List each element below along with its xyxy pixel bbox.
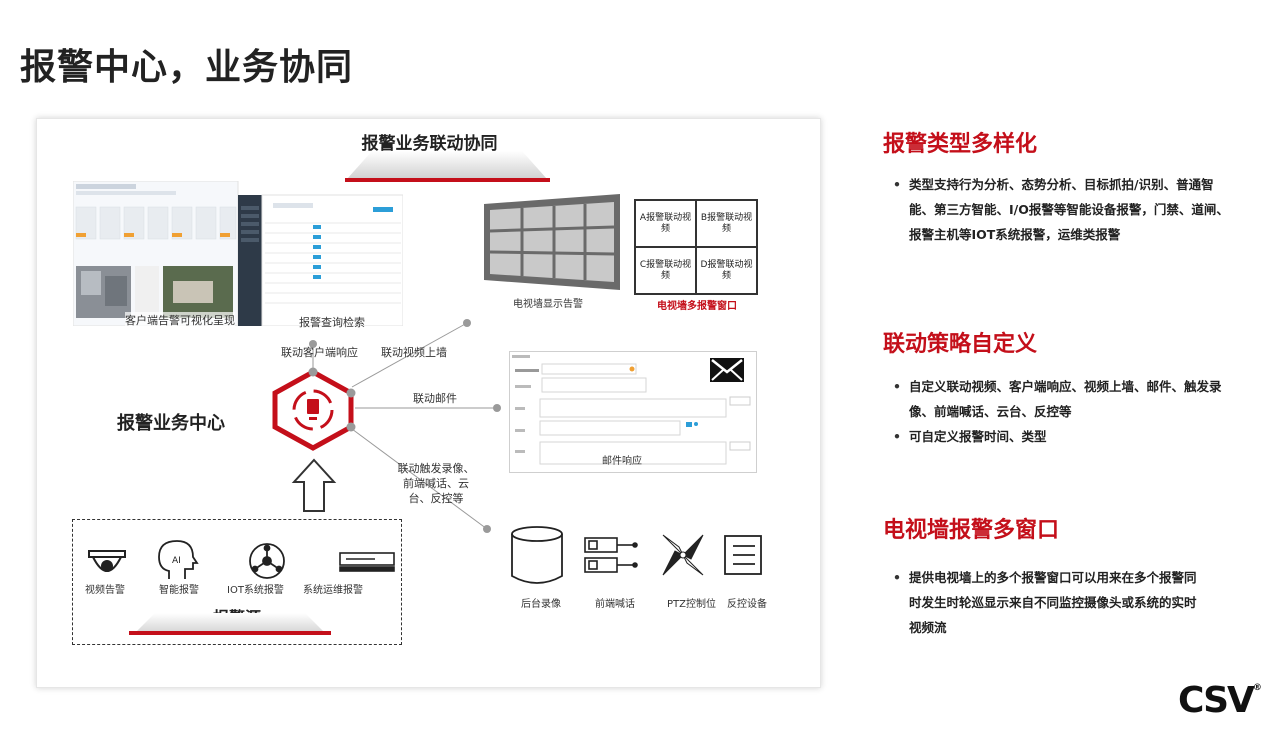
alarm-source-box xyxy=(72,519,402,645)
tv-wall-icon xyxy=(484,194,620,290)
bullet-item: 类型支持行为分析、态势分析、目标抓拍/识别、普通智能、第三方智能、I/O报警等智… xyxy=(893,172,1233,247)
section-title: 电视墙报警多窗口 xyxy=(883,518,1060,543)
envelope-icon xyxy=(710,358,744,382)
logo-mark: ® xyxy=(1252,683,1262,693)
source-label: IOT系统报警 xyxy=(227,585,284,596)
alarm-hub-icon xyxy=(272,367,356,451)
iot-network-icon xyxy=(249,543,285,579)
alarm-window-grid: A报警联动视频 B报警联动视频 C报警联动视频 D报警联动视频 xyxy=(634,199,758,295)
section-bullets: 类型支持行为分析、态势分析、目标抓拍/识别、普通智能、第三方智能、I/O报警等智… xyxy=(893,172,1233,247)
ai-head-icon: AI xyxy=(158,540,199,579)
database-icon xyxy=(511,526,563,584)
link-label-trigger: 联动触发录像、前端喊话、云台、反控等 xyxy=(397,462,475,505)
window-cell: B报警联动视频 xyxy=(696,200,757,247)
list-icon xyxy=(724,535,762,575)
source-underline xyxy=(129,613,331,635)
brand-logo: CSV® xyxy=(1178,668,1262,721)
section-bullets: 自定义联动视频、客户端响应、视频上墙、邮件、触发录像、前端喊话、云台、反控等 可… xyxy=(893,374,1233,449)
page-title: 报警中心，业务协同 xyxy=(20,47,354,88)
link-label-tvwall: 联动视频上墙 xyxy=(381,346,447,359)
window-cell: A报警联动视频 xyxy=(635,200,696,247)
window-cell: C报警联动视频 xyxy=(635,247,696,294)
svg-text:AI: AI xyxy=(172,556,181,566)
center-label: 报警业务中心 xyxy=(117,413,225,434)
source-label: 系统运维报警 xyxy=(303,585,363,596)
section-title: 联动策略自定义 xyxy=(883,332,1038,357)
up-arrow-icon xyxy=(291,458,337,512)
bullet-item: 可自定义报警时间、类型 xyxy=(893,424,1233,449)
link-lines xyxy=(272,319,501,533)
source-label: 智能报警 xyxy=(159,585,199,596)
section-title: 报警类型多样化 xyxy=(883,132,1038,157)
dome-camera-icon xyxy=(88,550,126,572)
bullet-item: 提供电视墙上的多个报警窗口可以用来在多个报警同时发生时轮巡显示来自不同监控摄像头… xyxy=(893,565,1203,640)
link-label-client: 联动客户端响应 xyxy=(281,346,358,359)
speaker-icon xyxy=(584,537,638,573)
header-underline xyxy=(345,151,550,182)
diagram-header: 报警业务联动协同 xyxy=(361,134,498,154)
mail-caption: 邮件响应 xyxy=(602,456,642,467)
client-screenshot: 客户端告警可视化呈现 xyxy=(72,180,404,328)
device-label: 反控设备 xyxy=(727,599,767,610)
server-icon xyxy=(339,552,395,572)
device-label: PTZ控制位 xyxy=(667,599,716,610)
window-cell: D报警联动视频 xyxy=(696,247,757,294)
link-label-query: 报警查询检索 xyxy=(299,316,365,329)
diagram-panel: 报警业务联动协同 xyxy=(36,118,821,688)
source-label: 视频告警 xyxy=(85,585,125,596)
source-icons: AI xyxy=(88,540,395,579)
bullet-item: 自定义联动视频、客户端响应、视频上墙、邮件、触发录像、前端喊话、云台、反控等 xyxy=(893,374,1233,424)
windows-caption: 电视墙多报警窗口 xyxy=(657,301,737,312)
link-label-mail: 联动邮件 xyxy=(413,392,457,405)
device-label: 后台录像 xyxy=(521,599,561,610)
device-icons xyxy=(511,526,762,584)
section-bullets: 提供电视墙上的多个报警窗口可以用来在多个报警同时发生时轮巡显示来自不同监控摄像头… xyxy=(893,565,1203,640)
logo-text: CSV xyxy=(1178,680,1255,721)
client-caption: 客户端告警可视化呈现 xyxy=(125,312,235,328)
mail-form-lines xyxy=(512,355,751,465)
client-ui-mockup xyxy=(72,180,404,327)
device-label: 前端喊话 xyxy=(595,599,635,610)
compass-icon xyxy=(662,534,704,576)
tvwall-caption: 电视墙显示告警 xyxy=(513,299,583,310)
